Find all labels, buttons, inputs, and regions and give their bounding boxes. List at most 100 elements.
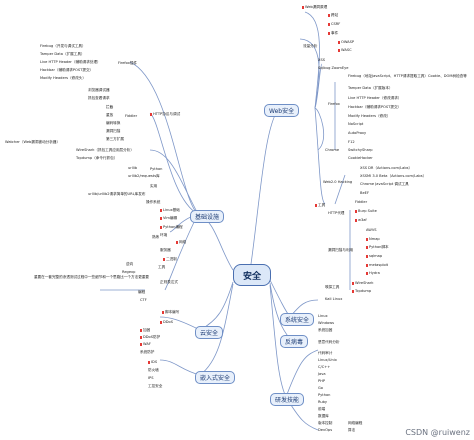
scanner-item[interactable]: Hydra: [366, 271, 380, 276]
xss-item[interactable]: Sqlbug ZoomEye: [318, 66, 349, 70]
http-item[interactable]: 抓包查看请求: [88, 96, 110, 100]
ws-item[interactable]: Tcpdump（命令行抓包）: [76, 156, 118, 160]
firefox-item[interactable]: Hackbar（辅助请求POST提交）: [348, 105, 402, 109]
ff-plugin-item[interactable]: Modify Headers（修改头）: [40, 76, 86, 80]
http-label[interactable]: HTTP协议与调试: [150, 112, 180, 117]
infra-item[interactable]: 网络: [176, 240, 186, 245]
kali-item[interactable]: Kali Linux: [325, 297, 343, 301]
chrome-item[interactable]: CookieHacker: [348, 156, 373, 160]
branch-web-security[interactable]: Web安全: [264, 104, 300, 117]
infra-item[interactable]: 熟练: [152, 235, 160, 239]
proxy-label[interactable]: 漏洞扫描与利用: [328, 248, 354, 252]
dev-item[interactable]: 前端: [318, 407, 326, 411]
url-item[interactable]: Python: [150, 167, 163, 171]
hacking-item[interactable]: BeEF: [360, 191, 370, 195]
infra-item[interactable]: 脚本编写: [162, 310, 179, 315]
cloud-item[interactable]: DDoS: [160, 320, 173, 325]
infra-item[interactable]: CTF: [140, 298, 147, 302]
ws-item[interactable]: WireShark（抓包工具应用层分析）: [76, 148, 134, 152]
infra-item[interactable]: 二进制: [163, 257, 177, 262]
dev-item[interactable]: Linux/Unix: [318, 358, 337, 362]
ids-item[interactable]: 防火墙: [148, 368, 159, 372]
firefox-item[interactable]: NoScript: [348, 122, 364, 126]
xss-item[interactable]: XSS: [318, 58, 326, 62]
av-item[interactable]: 恶意代码分析: [318, 340, 340, 344]
web-item[interactable]: WASC: [338, 48, 352, 53]
misc-item[interactable]: Fiddler: [355, 200, 368, 204]
ws-item[interactable]: Watcher（Web漏洞被动分析器）: [5, 140, 61, 144]
firefox-item[interactable]: Live HTTP Header（修改请求）: [348, 96, 402, 100]
firefox-item[interactable]: Modify Headers（修改）: [348, 114, 391, 118]
url-item[interactable]: urllib/urllib2请求简单的URL库发布: [88, 192, 146, 196]
burp-item[interactable]: 重放: [106, 113, 114, 117]
infra-item[interactable]: 编程: [138, 290, 146, 294]
ff-plugin-item[interactable]: Firebug（开发与调试工具）: [40, 44, 86, 48]
os-item[interactable]: 环境: [160, 233, 168, 237]
proxy-label[interactable]: HTTP代理: [328, 211, 345, 215]
os-item[interactable]: 操作系统: [146, 200, 161, 204]
hacking-item[interactable]: XSS DR（Actions.com/Labs）: [360, 166, 413, 170]
ids-item[interactable]: 工控安全: [148, 384, 163, 388]
branch-infrastructure[interactable]: 基础设施: [190, 210, 225, 223]
dev-item[interactable]: C/C++: [318, 365, 331, 369]
web-item[interactable]: 事件: [328, 31, 338, 36]
dev-item[interactable]: 数据库: [318, 414, 329, 418]
firefox-label[interactable]: Firefox: [328, 102, 340, 106]
firefox-item[interactable]: AutoProxy: [348, 131, 367, 135]
sniff-label[interactable]: 嗅探工具: [325, 285, 340, 289]
ids-item[interactable]: IDS: [148, 360, 157, 365]
dev-item[interactable]: Java: [318, 372, 326, 376]
tool-item[interactable]: 工具: [315, 203, 325, 208]
url-item[interactable]: 实用: [150, 184, 158, 188]
ff-plugin-item[interactable]: Live HTTP Header（辅助请求处理）: [40, 60, 101, 64]
branch-system-security[interactable]: 系统安全: [280, 313, 315, 326]
cloud-item[interactable]: 系统防护: [140, 350, 155, 354]
dev-item[interactable]: Ruby: [318, 400, 328, 404]
dev-item[interactable]: 算法: [348, 428, 356, 432]
scanner-item[interactable]: Python脚本: [366, 245, 389, 250]
web-item[interactable]: 跨站: [328, 13, 338, 18]
web-item[interactable]: 流量分析: [303, 44, 318, 48]
url-item[interactable]: urllib2/requests库: [128, 174, 160, 178]
dev-item[interactable]: 版本控制: [318, 421, 333, 425]
chrome-label[interactable]: Chrome: [325, 148, 340, 152]
hacking-label[interactable]: Web2.0 Hacking: [323, 180, 353, 184]
firefox-item[interactable]: Tamper Data（扩展版本）: [348, 86, 393, 90]
web-item[interactable]: OWASP: [338, 40, 354, 45]
sys-item[interactable]: 系统加固: [318, 328, 333, 332]
scanner-item[interactable]: sqlmap: [366, 254, 382, 259]
sniff-item[interactable]: Tcpdump: [352, 289, 371, 294]
web-item[interactable]: Web漏洞原理: [302, 5, 327, 10]
ff-plugin-label[interactable]: Firefox插件: [118, 61, 138, 65]
infra-item[interactable]: 正则表达式: [160, 280, 178, 284]
scanner-item[interactable]: AWVS: [366, 228, 377, 232]
sys-item[interactable]: Linux: [318, 314, 328, 318]
cloud-item[interactable]: 加固: [140, 328, 150, 333]
web-item[interactable]: CSRF: [328, 22, 340, 27]
branch-antivirus[interactable]: 反病毒: [280, 335, 309, 348]
burp-item[interactable]: 第三方扩展: [106, 137, 124, 141]
http-item[interactable]: 浏览器调试器: [88, 88, 110, 92]
burp-item[interactable]: 编码转换: [106, 121, 121, 125]
url-item[interactable]: urllib: [128, 166, 138, 170]
ff-plugin-item[interactable]: Tamper Data（扩展工具）: [40, 52, 85, 56]
chrome-item[interactable]: F12: [348, 140, 355, 144]
chrome-item[interactable]: SwitchySharp: [348, 148, 373, 152]
branch-cloud-security[interactable]: 云安全: [195, 326, 224, 339]
center-node[interactable]: 安全: [233, 264, 271, 286]
sys-item[interactable]: Windows: [318, 321, 335, 325]
dev-item[interactable]: 代码审计: [318, 351, 333, 355]
misc-item[interactable]: Burp Suite: [355, 209, 377, 214]
infra-item[interactable]: 逆向: [126, 262, 134, 266]
infra-item[interactable]: Regexp: [122, 270, 136, 274]
branch-embedded-security[interactable]: 嵌入式安全: [195, 371, 236, 384]
misc-item[interactable]: w3af: [355, 218, 367, 223]
infra-item[interactable]: 工具: [158, 265, 166, 269]
burp-item[interactable]: 拦截: [106, 105, 114, 109]
os-item[interactable]: Python编程: [160, 225, 183, 230]
ff-plugin-item[interactable]: Hackbar（辅助请求POST提交）: [40, 68, 94, 72]
dev-item[interactable]: PHP: [318, 379, 326, 383]
cloud-item[interactable]: WAF: [140, 342, 151, 347]
ids-item[interactable]: IPS: [148, 376, 154, 380]
dev-item[interactable]: 网络编程: [348, 421, 363, 425]
